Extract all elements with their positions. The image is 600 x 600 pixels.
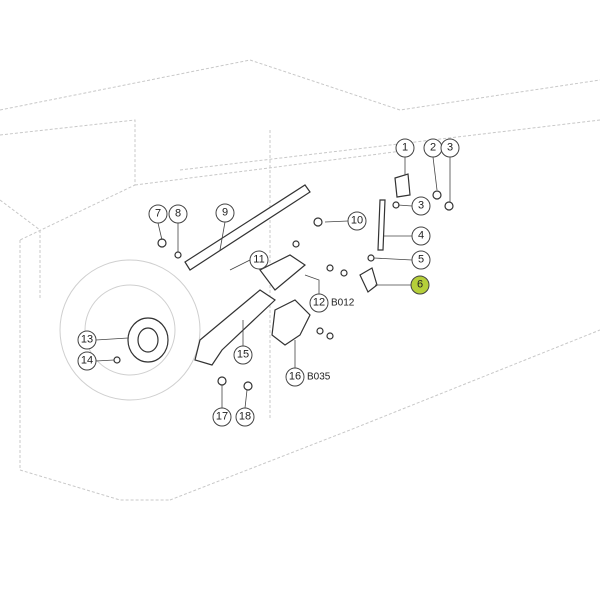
ball-joint: [394, 173, 411, 198]
callout-6-highlighted[interactable]: 6: [410, 275, 430, 295]
code-b012: B012: [331, 297, 355, 309]
callout-13[interactable]: 13: [77, 330, 97, 350]
shaft-b012: [259, 254, 307, 291]
code-b035: B035: [307, 371, 331, 383]
callout-12[interactable]: 12: [309, 293, 329, 313]
callout-3[interactable]: 3: [440, 138, 460, 158]
callout-15[interactable]: 15: [233, 345, 253, 365]
callout-9[interactable]: 9: [215, 203, 235, 223]
callout-4[interactable]: 4: [411, 226, 431, 246]
callout-17[interactable]: 17: [212, 407, 232, 427]
callout-14[interactable]: 14: [77, 351, 97, 371]
callout-10[interactable]: 10: [347, 211, 367, 231]
callout-16[interactable]: 16: [285, 367, 305, 387]
callout-8[interactable]: 8: [168, 204, 188, 224]
bracket: [194, 289, 276, 366]
rod: [377, 199, 386, 251]
callout-1[interactable]: 1: [395, 138, 415, 158]
callout-5[interactable]: 5: [411, 250, 431, 270]
angle-joint: [359, 267, 378, 293]
callout-3b[interactable]: 3: [411, 196, 431, 216]
callout-7[interactable]: 7: [148, 204, 168, 224]
callout-18[interactable]: 18: [235, 407, 255, 427]
sensor-b035: [271, 299, 311, 346]
callout-11[interactable]: 11: [249, 250, 269, 270]
link-bar: [184, 184, 311, 271]
